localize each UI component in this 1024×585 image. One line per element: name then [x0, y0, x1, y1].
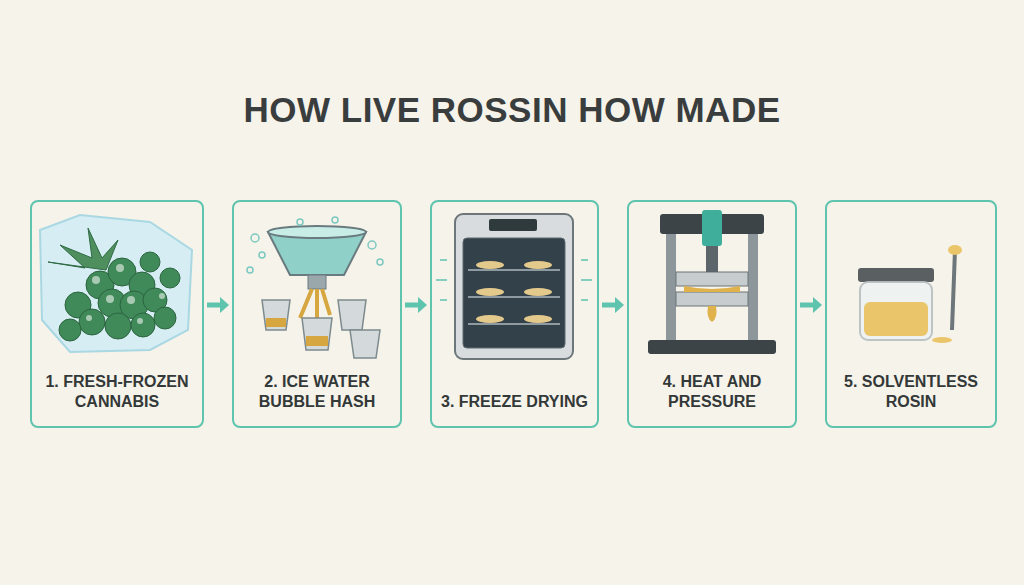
step-box: 1. FRESH-FROZEN CANNABIS — [30, 200, 204, 428]
freeze-dryer — [436, 214, 592, 359]
step-caption: 1. FRESH-FROZEN CANNABIS — [38, 372, 196, 412]
step-caption: 5. SOLVENTLESS ROSIN — [833, 372, 989, 412]
bubble-hash-wash — [247, 217, 383, 358]
rosin-jar — [858, 245, 962, 343]
flow-arrow — [602, 297, 624, 313]
diagram-title: HOW LIVE ROSSIN HOW MADE — [0, 90, 1024, 130]
flow-arrow — [800, 297, 822, 313]
step-box: 3. FREEZE DRYING — [430, 200, 599, 428]
rosin-press — [648, 210, 776, 354]
step-caption: 2. ICE WATER BUBBLE HASH — [240, 372, 394, 412]
step-box: 2. ICE WATER BUBBLE HASH — [232, 200, 402, 428]
step-box: 4. HEAT AND PRESSURE — [627, 200, 797, 428]
flow-arrow — [405, 297, 427, 313]
step-caption: 3. FREEZE DRYING — [438, 392, 591, 412]
step-box: 5. SOLVENTLESS ROSIN — [825, 200, 997, 428]
frozen-cannabis — [40, 215, 192, 352]
flow-arrow — [207, 297, 229, 313]
step-caption: 4. HEAT AND PRESSURE — [635, 372, 789, 412]
